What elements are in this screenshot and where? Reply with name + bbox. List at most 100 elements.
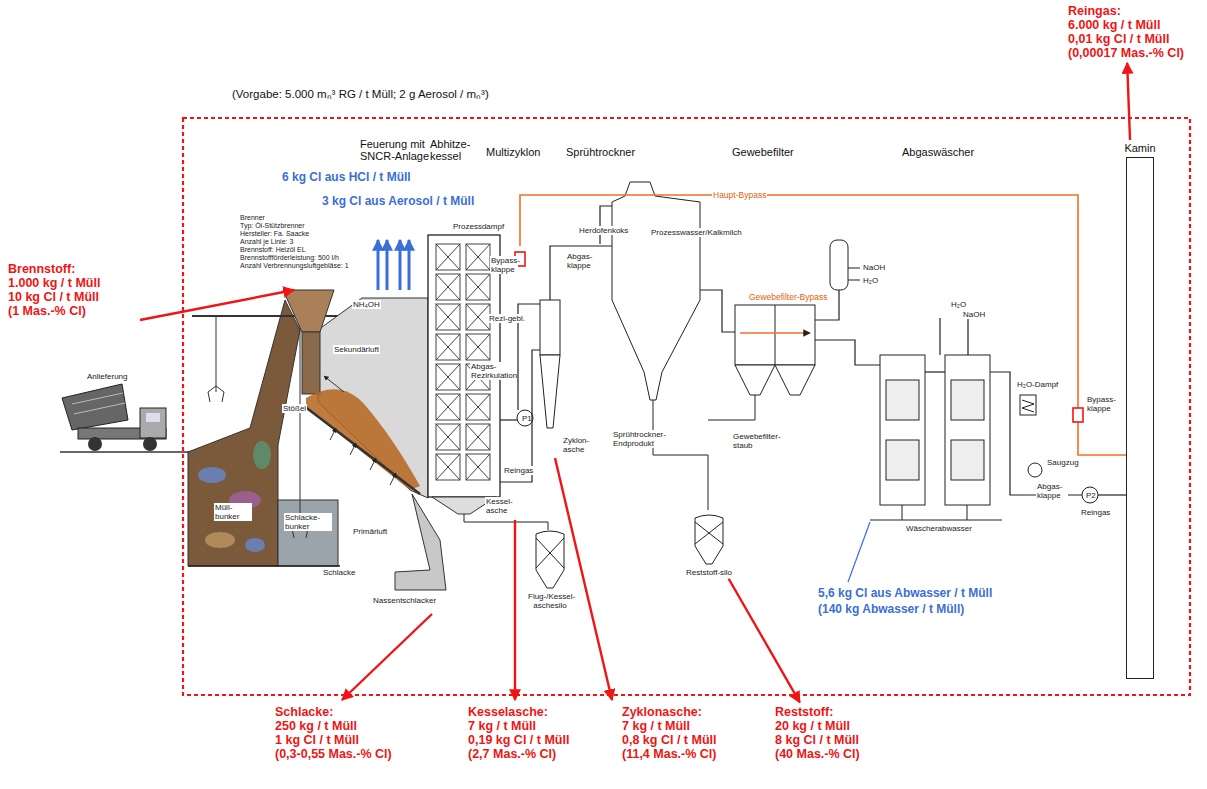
part-label: Wäscherabwasser <box>905 524 973 533</box>
node-text: 0,8 kg Cl / t Müll <box>622 733 716 747</box>
bypass-lines <box>1073 408 1083 422</box>
node-text: (0,3-0,55 Mas.-% Cl) <box>275 747 392 761</box>
part-label: Herdofenkoks <box>578 226 629 235</box>
flue-gas-aerosol-arrows <box>399 240 402 290</box>
fabric-filter <box>735 305 815 365</box>
part-label: Sprühtrockner-Endprodukt <box>612 430 670 448</box>
flue-gas-ducts <box>925 371 945 372</box>
waste-heat-boiler <box>466 334 490 360</box>
chlorine-flow-note: 3 kg Cl aus Aerosol / t Müll <box>322 194 474 208</box>
waste-heat-boiler <box>436 454 460 480</box>
furnace <box>330 428 396 485</box>
flue-gas-ducts <box>848 268 860 280</box>
node-text: Kamin <box>1115 142 1165 154</box>
furnace <box>330 428 336 440</box>
part-label: P2 <box>1085 491 1097 500</box>
waste-heat-boiler <box>436 274 460 300</box>
part-label: Anlieferung <box>86 372 128 381</box>
wastewater-leader <box>848 522 870 582</box>
bunker-crane <box>300 316 301 528</box>
fabric-filter <box>775 365 815 395</box>
scrubbers <box>886 380 919 420</box>
waste-heat-boiler <box>466 394 490 420</box>
waste-heat-boiler <box>436 334 460 360</box>
silo-cross <box>695 522 723 544</box>
ash-conveyor <box>653 400 708 510</box>
fabric-filter <box>775 305 776 365</box>
section-heading: Multizyklon <box>486 146 540 158</box>
silo-cross <box>536 538 564 568</box>
part-label: Brennstoffförderleistung: 500 l/h <box>240 254 339 262</box>
node-text: 250 kg / t Müll <box>275 719 392 733</box>
balance-arrows <box>342 614 432 700</box>
waste-heat-boiler <box>466 424 490 450</box>
section-heading: Abhitze-kessel <box>430 138 476 162</box>
node-text: 7 kg / t Müll <box>622 719 716 733</box>
furnace <box>324 376 344 392</box>
part-label: Anzahl Verbrennungsluftgebläse: 1 <box>240 262 349 270</box>
flue-gas-aerosol-arrows <box>378 240 409 290</box>
chlorine-flow-note: (140 kg Abwasser / t Müll) <box>818 602 964 616</box>
waste-heat-boiler <box>466 274 490 300</box>
section-heading: Abgaswäscher <box>902 146 974 158</box>
part-label: Rezi-gebl. <box>488 314 526 323</box>
part-label: H₂O <box>862 276 879 285</box>
balance-boundary <box>183 118 1190 695</box>
part-label: Schlacke-bunker <box>284 513 332 531</box>
flow-arrow <box>729 579 800 703</box>
part-label: Typ: Öl-Stützbrenner <box>240 222 305 230</box>
delivery-truck <box>143 437 157 451</box>
part-label: NH₄OH <box>352 300 381 309</box>
scrubbers <box>870 355 1098 520</box>
balance-callout: Brennstoff:1.000 kg / t Müll10 kg Cl / t… <box>8 262 100 318</box>
fabric-filter <box>735 305 815 395</box>
part-label: Saugzug <box>1046 458 1080 467</box>
waste-heat-boiler <box>466 274 490 300</box>
part-label: Anzahl je Linie: 3 <box>240 238 293 246</box>
part-label: Bypass-klappe <box>1086 395 1118 413</box>
part-label: Bypass-klappe <box>490 256 518 274</box>
bunker-crane <box>216 316 217 392</box>
part-label: Primärluft <box>352 527 388 536</box>
balance-callout: Reststoff:20 kg / t Müll8 kg Cl / t Müll… <box>775 705 860 761</box>
fabric-filter <box>735 365 775 395</box>
node-text: Reststoff-silo <box>684 568 734 577</box>
part-label: Reingas <box>1080 508 1111 517</box>
scrubbers <box>951 440 984 480</box>
waste-heat-boiler <box>466 304 490 330</box>
node-text: 0,19 kg Cl / t Müll <box>468 733 569 747</box>
node-text: 6.000 kg / t Müll <box>1068 18 1184 32</box>
chlorine-flow-note: 6 kg Cl aus HCl / t Müll <box>282 170 411 184</box>
flue-gas-aerosol-arrows <box>377 240 380 290</box>
balance-arrows <box>555 458 612 700</box>
waste-heat-boiler <box>436 274 460 300</box>
section-heading: Gewebefilter <box>732 146 794 158</box>
node-text: (0,00017 Mas.-% Cl) <box>1068 46 1184 60</box>
node-text: Brennstoff: <box>8 262 100 276</box>
scrubbers <box>870 505 1002 520</box>
wastewater-leader <box>848 522 870 582</box>
node-text: Kesselasche: <box>468 705 569 719</box>
part-label: Brenner <box>240 214 265 222</box>
waste-heat-boiler <box>466 244 490 270</box>
multicyclone <box>517 410 533 426</box>
flue-gas-ducts <box>940 318 968 355</box>
waste-heat-boiler <box>436 244 460 270</box>
delivery-truck <box>60 451 192 453</box>
waste-heat-boiler <box>466 424 490 450</box>
part-label: Stößel <box>282 404 307 413</box>
part-label: Sekundärluft <box>333 345 380 354</box>
stack-shaft <box>1126 157 1154 679</box>
silo: Flug-/Kessel-aschesilo <box>528 528 572 610</box>
part-label: Gewebefilter-Bypass <box>748 292 828 302</box>
waste-bunker <box>245 538 265 552</box>
waste-heat-boiler <box>436 364 460 390</box>
part-label: P1 <box>521 414 533 423</box>
flue-gas-ducts <box>500 182 1130 495</box>
spray-dryer <box>612 182 700 400</box>
furnace <box>390 473 396 485</box>
balance-callout: Reingas:6.000 kg / t Müll0,01 kg Cl / t … <box>1068 4 1184 60</box>
part-label: NaOH <box>962 310 986 319</box>
